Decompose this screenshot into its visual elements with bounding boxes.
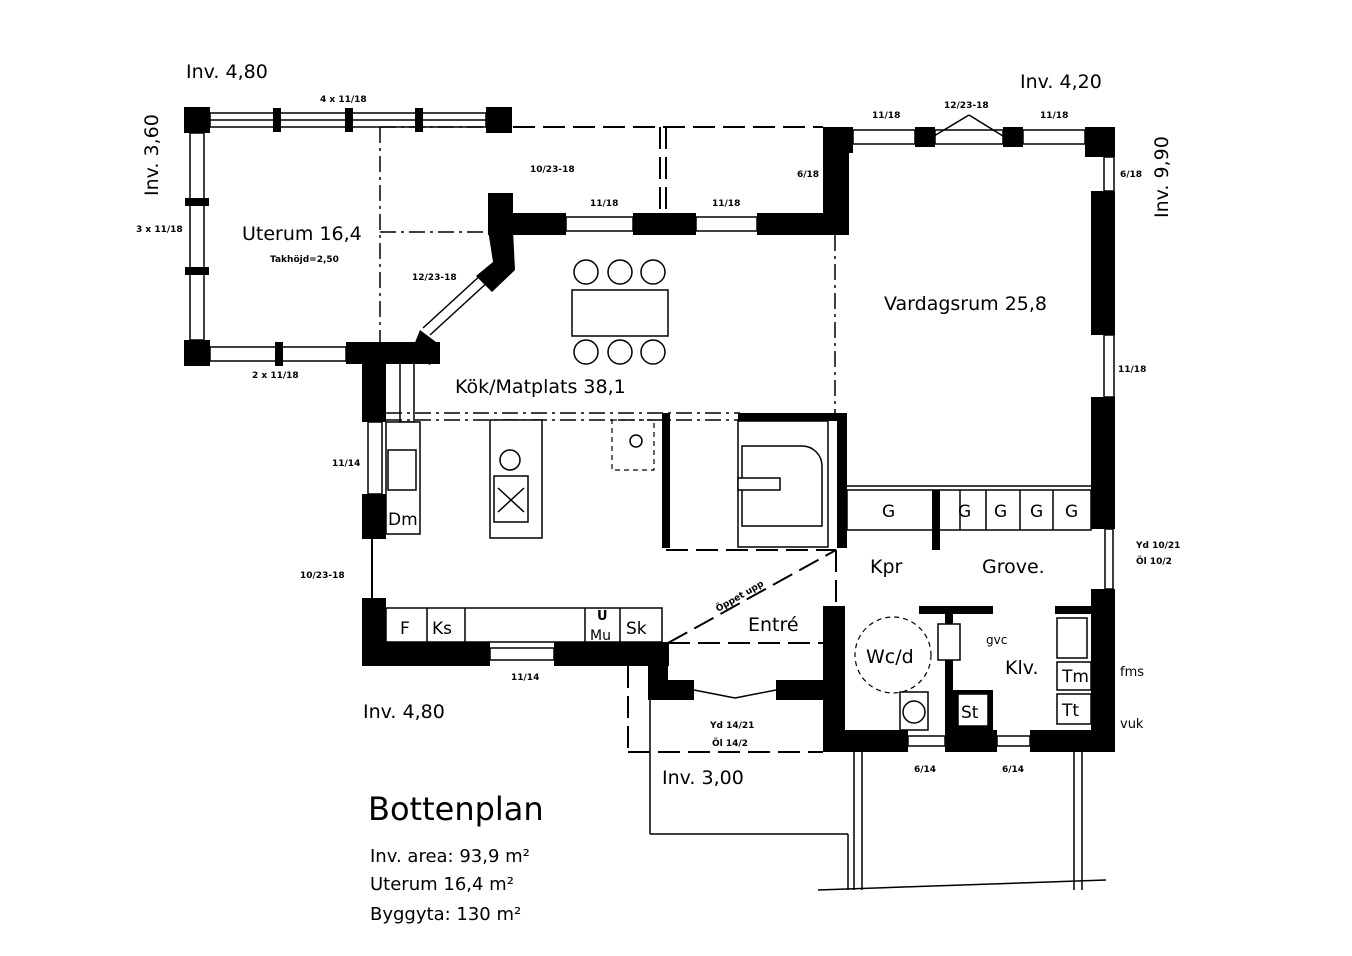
win-label: 2 x 11/18 xyxy=(252,371,299,381)
win-label: 11/18 xyxy=(712,199,740,209)
win-label: 6/14 xyxy=(914,765,936,775)
room-label-takhojd: Takhöjd=2,50 xyxy=(270,255,339,265)
fixture-dm: Dm xyxy=(388,510,418,530)
fixture-g-3: G xyxy=(994,502,1007,522)
stat-inv-area: Inv. area: 93,9 m² xyxy=(370,846,530,867)
win-label: 11/18 xyxy=(1040,111,1068,121)
room-label-kpr: Kpr xyxy=(870,556,903,578)
door-label: Öl 14/2 xyxy=(712,738,748,749)
win-label: 10/23-18 xyxy=(300,571,345,581)
dim-inv-left: Inv. 3,60 xyxy=(141,114,163,196)
furniture xyxy=(385,259,1092,731)
win-label: 11/18 xyxy=(872,111,900,121)
fixture-vuk: vuk xyxy=(1120,717,1144,732)
fixture-mu: Mu xyxy=(590,628,611,644)
fixture-g-4: G xyxy=(1030,502,1043,522)
dim-inv-top-left: Inv. 4,80 xyxy=(186,61,268,83)
plan-title: Bottenplan xyxy=(368,790,544,828)
fixture-tt: Tt xyxy=(1061,701,1079,721)
fixture-ks: Ks xyxy=(432,619,452,639)
room-label-grove: Grove. xyxy=(982,556,1045,578)
win-label: 6/14 xyxy=(1002,765,1024,775)
win-label: 12/23-18 xyxy=(412,273,457,283)
win-label: 6/18 xyxy=(1120,170,1142,180)
fixture-st: St xyxy=(961,703,979,723)
dim-inv-right: Inv. 9,90 xyxy=(1151,136,1173,218)
room-label-uterum: Uterum 16,4 xyxy=(242,223,362,245)
door-label: Yd 14/21 xyxy=(709,721,754,731)
win-label: 11/14 xyxy=(332,459,360,469)
fixture-f: F xyxy=(400,619,410,639)
room-label-kok: Kök/Matplats 38,1 xyxy=(455,376,626,398)
room-label-vardagsrum: Vardagsrum 25,8 xyxy=(884,293,1047,315)
win-label: 11/18 xyxy=(1118,365,1146,375)
dim-inv-top-right: Inv. 4,20 xyxy=(1020,71,1102,93)
door-label: Yd 10/21 xyxy=(1135,541,1180,551)
fixture-tm: Tm xyxy=(1061,667,1089,687)
fixture-g-2: G xyxy=(958,502,971,522)
win-label: 11/18 xyxy=(590,199,618,209)
win-label: 6/18 xyxy=(797,170,819,180)
vardagsrum-walls xyxy=(823,114,1115,752)
fixture-gvc: gvc xyxy=(986,633,1007,647)
inner-walls xyxy=(627,413,1115,891)
stat-uterum: Uterum 16,4 m² xyxy=(370,874,514,895)
fixture-g-5: G xyxy=(1065,502,1078,522)
win-label: 3 x 11/18 xyxy=(136,225,183,235)
room-label-entre: Entré xyxy=(748,614,799,636)
fixture-g-1: G xyxy=(882,502,895,522)
fixture-u: U xyxy=(597,609,608,624)
fixture-fms: fms xyxy=(1120,665,1144,680)
stat-byggyta: Byggyta: 130 m² xyxy=(370,904,521,925)
dim-inv-bottom-left: Inv. 4,80 xyxy=(363,701,445,723)
uterum-walls xyxy=(184,107,512,420)
label-oppet-upp: Öppet upp xyxy=(714,578,766,614)
room-label-wcd: Wc/d xyxy=(866,646,914,668)
win-label: 11/14 xyxy=(511,673,539,683)
win-label: 12/23-18 xyxy=(944,101,989,111)
win-label: 10/23-18 xyxy=(530,165,575,175)
fixture-sk: Sk xyxy=(626,619,647,639)
room-label-klv: Klv. xyxy=(1005,657,1039,679)
win-label: 4 x 11/18 xyxy=(320,95,367,105)
dim-inv-bottom-mid: Inv. 3,00 xyxy=(662,767,744,789)
door-label: Öl 10/2 xyxy=(1136,556,1172,567)
